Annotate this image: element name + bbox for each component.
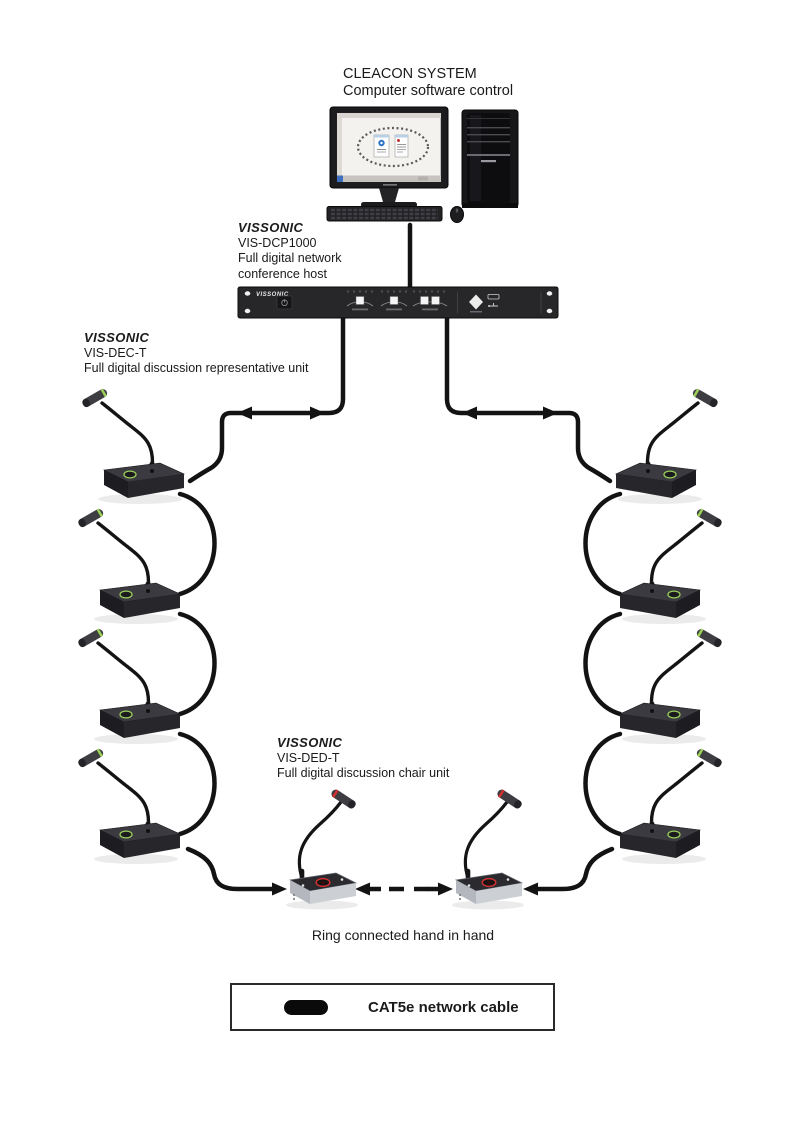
representative-unit-right-3	[620, 628, 723, 744]
control-knob-group-1	[346, 290, 374, 311]
system-title: CLEACON SYSTEM Computer software control	[343, 66, 513, 100]
cable-host-to-right-chain	[444, 315, 613, 484]
host-model: VIS-DCP1000	[238, 235, 317, 250]
rack-screw-icon	[244, 308, 251, 314]
representative-unit-left-3	[77, 628, 180, 744]
host-desc-line1: Full digital network	[238, 251, 342, 265]
usb-port-icon	[487, 294, 500, 307]
representative-brand: VISSONIC	[84, 330, 150, 345]
chair-desc: Full digital discussion chair unit	[277, 766, 450, 780]
representative-unit-right-4	[620, 748, 723, 864]
control-knob-group-2	[380, 290, 408, 311]
keyboard	[326, 206, 443, 222]
arrowhead-right-icon	[438, 882, 453, 896]
ring-caption: Ring connected hand in hand	[311, 927, 495, 943]
control-knob-group-volume	[412, 290, 448, 311]
representative-model: VIS-DEC-T	[84, 345, 147, 360]
host-label: VISSONIC VIS-DCP1000 Full digital networ…	[238, 220, 342, 282]
monitor	[329, 106, 449, 208]
cables-left-chain	[177, 491, 217, 837]
conference-ring-layout-icon	[356, 126, 430, 168]
representative-desc: Full digital discussion representative u…	[84, 361, 309, 375]
cable-chair-to-chair-dashed	[355, 882, 453, 896]
rack-brand-text: VISSONIC	[256, 292, 289, 298]
arrowhead-right-icon	[543, 406, 558, 420]
control-computer	[326, 106, 519, 223]
legend-label: CAT5e network cable	[368, 998, 519, 1016]
desktop-tower	[461, 109, 519, 208]
cable-left-chain-to-chair	[185, 846, 287, 896]
cat5e-cable-icon	[284, 999, 328, 1015]
arrowhead-left-icon	[237, 406, 252, 420]
arrowhead-right-icon	[310, 406, 325, 420]
chair-label: VISSONIC VIS-DED-T Full digital discussi…	[277, 735, 449, 782]
cables-right-chain	[583, 491, 623, 837]
chair-unit-2	[452, 788, 524, 909]
arrowhead-left-icon	[462, 406, 477, 420]
cable-host-to-left-chain	[187, 315, 346, 484]
diamond-button	[469, 294, 483, 313]
representative-unit-left-4	[77, 748, 180, 864]
arrowhead-right-icon	[272, 882, 287, 896]
representative-unit-left-2	[77, 508, 180, 624]
rack-screw-icon	[546, 291, 553, 296]
chair-model: VIS-DED-T	[277, 750, 340, 765]
power-button	[276, 295, 293, 310]
conference-host-rack: VISSONIC	[237, 286, 559, 319]
system-title-line1: CLEACON SYSTEM	[343, 66, 477, 82]
representative-label: VISSONIC VIS-DEC-T Full digital discussi…	[84, 330, 308, 377]
rack-screw-icon	[244, 291, 251, 296]
representative-unit-left-1	[81, 388, 184, 504]
representative-unit-right-2	[620, 508, 723, 624]
chair-brand: VISSONIC	[277, 735, 343, 750]
host-desc-line2: conference host	[238, 266, 327, 281]
representative-unit-right-1	[616, 388, 719, 504]
system-title-line2: Computer software control	[343, 83, 514, 99]
legend-box: CAT5e network cable	[230, 983, 555, 1031]
host-brand: VISSONIC	[238, 220, 304, 235]
software-dialog-1	[373, 134, 390, 158]
chair-unit-1	[286, 788, 358, 909]
software-dialog-2	[394, 134, 409, 158]
rack-screw-icon	[546, 308, 553, 314]
cable-right-chain-to-chair	[523, 846, 615, 896]
arrowhead-left-icon	[355, 882, 370, 896]
mouse	[450, 206, 464, 223]
arrowhead-left-icon	[523, 882, 538, 896]
